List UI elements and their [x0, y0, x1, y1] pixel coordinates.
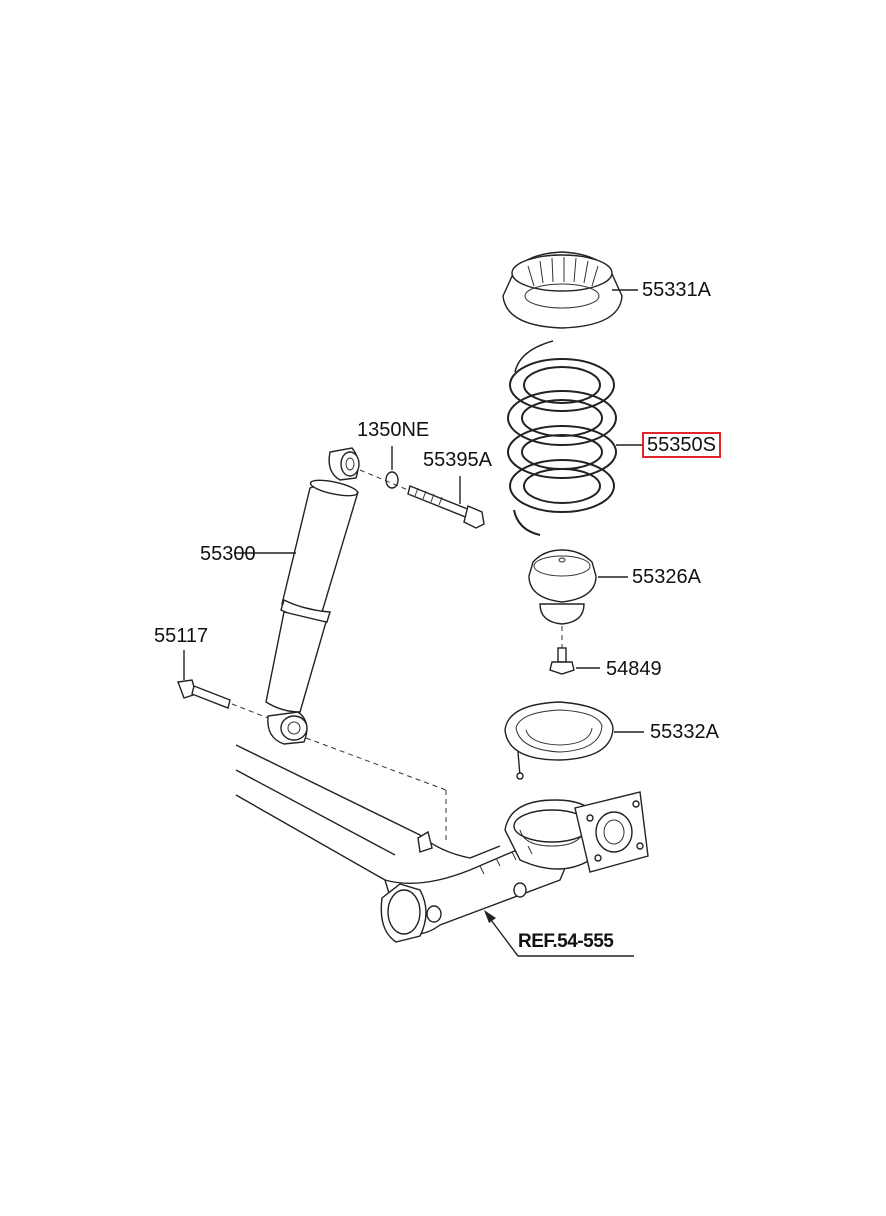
bump-stopper-part	[528, 549, 628, 648]
alignment-line-1	[305, 737, 447, 791]
reference-pointer	[484, 910, 634, 957]
label-lower-bolt: 55117	[154, 625, 209, 647]
coil-spring-part	[507, 340, 644, 536]
upper-long-bolt-part	[359, 469, 485, 529]
shock-absorber-part	[234, 447, 360, 745]
label-coil-spring: 55350S	[642, 432, 721, 458]
label-shock-absorber: 55300	[200, 543, 256, 565]
label-lower-spring-seat: 55332A	[650, 721, 719, 743]
lower-spring-seat-part	[504, 701, 644, 780]
label-upper-long-bolt: 55395A	[423, 449, 492, 471]
label-upper-washer: 1350NE	[357, 419, 430, 441]
upper-washer-part	[385, 446, 399, 489]
label-small-bolt: 54849	[606, 658, 662, 680]
label-bump-stopper: 55326A	[632, 566, 701, 588]
label-upper-spring-seat: 55331A	[642, 279, 711, 301]
upper-spring-seat-part	[502, 251, 638, 329]
lower-bolt-part	[177, 650, 269, 719]
label-reference: REF.54-555	[518, 931, 614, 952]
small-bolt-part	[549, 647, 600, 675]
rear-axle-beam-part	[235, 744, 649, 943]
